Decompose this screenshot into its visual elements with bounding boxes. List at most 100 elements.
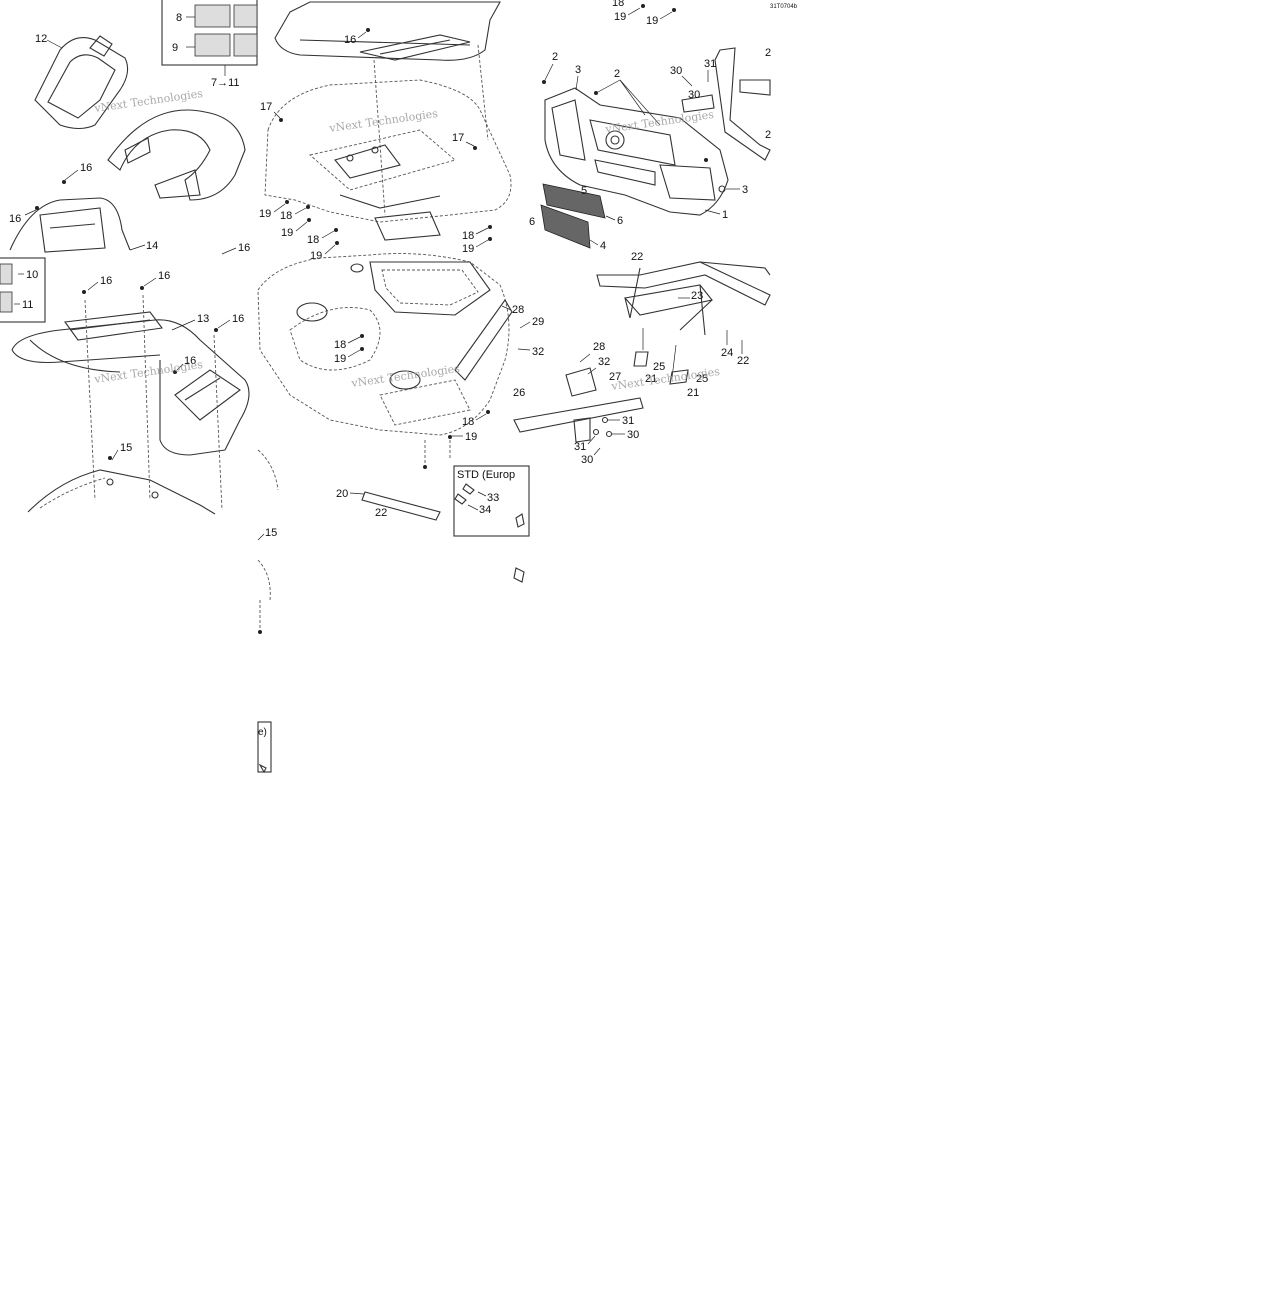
callout-13: 13 <box>197 313 209 325</box>
callout-16-a: 16 <box>80 162 92 174</box>
callout-20: 20 <box>336 488 348 500</box>
watermark-6: vNext Technologies <box>610 365 721 393</box>
callout-4: 4 <box>600 240 606 252</box>
callout-2-b: 2 <box>614 68 620 80</box>
drawing-code: 31T0704b <box>770 4 798 10</box>
callout-19-c: 19 <box>310 250 322 262</box>
callout-16-b: 16 <box>9 213 21 225</box>
callout-16-f: 16 <box>232 313 244 325</box>
callout-34: 34 <box>479 504 491 516</box>
callout-16-e: 16 <box>158 270 170 282</box>
callout-19-g: 19 <box>614 11 626 23</box>
part-14-rack <box>9 197 131 251</box>
callout-30-b: 30 <box>688 89 700 101</box>
callout-5: 5 <box>581 185 587 197</box>
callout-6-a: 6 <box>529 216 535 228</box>
part-20-bar <box>361 491 441 521</box>
callout-3-b: 3 <box>742 184 748 196</box>
part-12-panel <box>34 37 129 130</box>
callout-15-a: 15 <box>120 442 132 454</box>
part-front-body <box>264 79 512 223</box>
watermark-3: vNext Technologies <box>328 107 439 135</box>
decal-8 <box>194 4 231 28</box>
callout-1: 1 <box>722 209 728 221</box>
callout-21-a: 21 <box>645 373 657 385</box>
right-tile: 18 19 19 1 2 2 3 3 5 6 6 <box>513 0 771 466</box>
watermark-5: vNext Technologies <box>604 108 715 136</box>
callout-19-h: 19 <box>646 15 658 27</box>
callout-14: 14 <box>146 240 158 252</box>
callout-27: 27 <box>609 371 621 383</box>
part-rear-fender-edge <box>27 469 216 515</box>
callout-2-c: 2 <box>765 47 771 59</box>
callout-32-a: 32 <box>598 356 610 368</box>
callout-9: 9 <box>172 42 178 54</box>
middle-tile: 16 17 17 19 18 19 18 19 18 <box>257 1 544 774</box>
decal-8b <box>233 4 258 28</box>
part-5-grille <box>542 183 606 219</box>
callout-11: 11 <box>22 299 33 311</box>
callout-18-d: 18 <box>334 339 346 351</box>
callout-18-c: 18 <box>462 230 474 242</box>
callout-16-g: 16 <box>184 355 196 367</box>
callout-8: 8 <box>176 12 182 24</box>
part-4-grille <box>540 204 591 249</box>
callout-21-b: 21 <box>687 387 699 399</box>
part-front-bracket <box>714 47 771 161</box>
callout-19-d: 19 <box>462 243 474 255</box>
decal-9b <box>233 33 258 57</box>
callout-19-e: 19 <box>334 353 346 365</box>
callout-24: 24 <box>721 347 733 359</box>
inset-label-partial: e) <box>258 727 267 738</box>
part-rear-body <box>257 253 510 436</box>
part-13-rack <box>11 319 250 451</box>
callout-16-h: 16 <box>344 34 356 46</box>
watermark-2: vNext Technologies <box>93 358 204 386</box>
decal-9 <box>194 33 231 57</box>
callout-29: 29 <box>532 316 544 328</box>
callout-17-a: 17 <box>260 101 272 113</box>
part-1-fascia <box>544 87 729 216</box>
callout-30-d: 30 <box>581 454 593 466</box>
callout-30-a: 30 <box>670 65 682 77</box>
part-front-rack <box>274 1 501 61</box>
callout-15-b: 15 <box>265 527 277 539</box>
callout-22-b: 22 <box>631 251 643 263</box>
callout-26: 26 <box>513 387 525 399</box>
inset-label: STD (Europ <box>457 469 515 481</box>
callout-16-d: 16 <box>100 275 112 287</box>
callout-28-b: 28 <box>593 341 605 353</box>
callout-6-b: 6 <box>617 215 623 227</box>
callout-17-b: 17 <box>452 132 464 144</box>
callout-18-a: 18 <box>280 210 292 222</box>
left-tile: 8 9 7→11 12 14 16 16 16 10 11 <box>0 0 258 515</box>
callout-31-c: 31 <box>574 441 586 453</box>
callout-18-f: 18 <box>612 0 624 9</box>
callout-7-11: 7→11 <box>211 77 240 89</box>
callout-19-a: 19 <box>259 208 271 220</box>
callout-22-a: 22 <box>375 507 387 519</box>
watermark-4: vNext Technologies <box>350 362 461 390</box>
callout-23: 23 <box>691 290 703 302</box>
callout-10: 10 <box>26 269 38 281</box>
callout-28-a: 28 <box>512 304 524 316</box>
callout-31-a: 31 <box>704 58 716 70</box>
callout-32-b: 32 <box>532 346 544 358</box>
callout-18-b: 18 <box>307 234 319 246</box>
part-front-fender-cap <box>107 109 246 201</box>
part-27-rail <box>513 397 644 433</box>
decal-inset-small <box>0 257 46 323</box>
callout-33: 33 <box>487 492 499 504</box>
callout-22-c: 22 <box>737 355 749 367</box>
callout-30-c: 30 <box>627 429 639 441</box>
watermark-1: vNext Technologies <box>93 87 204 115</box>
callout-2-a: 2 <box>552 51 558 63</box>
callout-19-f: 19 <box>465 431 477 443</box>
std-europe-inset <box>453 465 530 537</box>
callout-2-d: 2 <box>765 129 771 141</box>
decal-inset-box <box>161 0 258 66</box>
part-23-frame <box>596 261 771 306</box>
callout-3-a: 3 <box>575 64 581 76</box>
